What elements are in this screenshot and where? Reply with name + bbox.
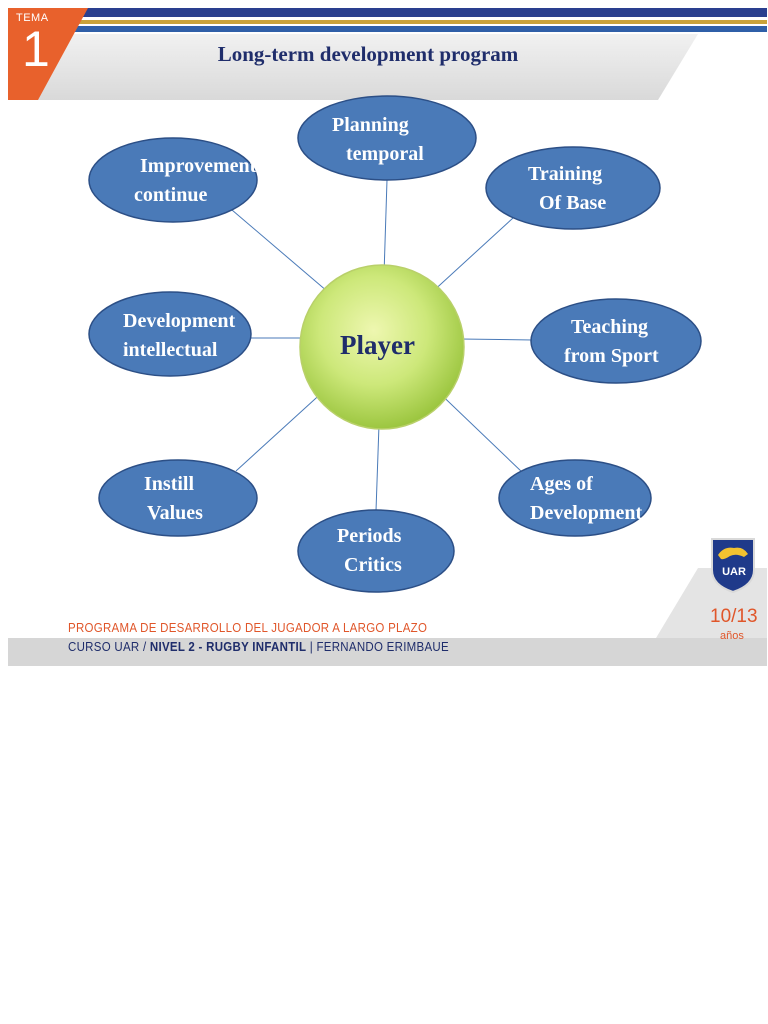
center-node xyxy=(299,264,465,430)
age-unit: años xyxy=(720,630,744,642)
footer-course-line: CURSO UAR / NIVEL 2 - RUGBY INFANTIL | F… xyxy=(68,640,449,654)
node-improvement xyxy=(88,137,258,223)
node-ages xyxy=(498,459,652,537)
node-training-line2: Of Base xyxy=(539,192,607,214)
uar-logo-icon xyxy=(711,538,755,594)
header-stripe-blue xyxy=(68,26,767,32)
node-improvement-line1: Improvement xyxy=(140,155,256,177)
footer-level: NIVEL 2 - RUGBY INFANTIL xyxy=(149,640,307,654)
node-planning-label: Planning temporal xyxy=(332,111,472,169)
node-teaching xyxy=(530,298,702,384)
node-instill-line2: Values xyxy=(147,502,203,524)
node-planning-line1: Planning xyxy=(332,114,409,136)
node-improvement-label: Improvement continue xyxy=(134,152,256,210)
slide-title: Long-term development program xyxy=(217,42,519,66)
tema-number: 1 xyxy=(22,21,50,77)
node-teaching-label: Teaching from Sport xyxy=(564,313,694,371)
node-training xyxy=(485,146,661,230)
footer-band xyxy=(8,638,767,666)
node-improvement-line2: continue xyxy=(134,184,208,206)
footer-program-title: PROGRAMA DE DESARROLLO DEL JUGADOR A LAR… xyxy=(68,621,428,635)
node-training-line1: Training xyxy=(528,163,603,185)
node-planning-line2: temporal xyxy=(346,143,424,165)
tema-tab xyxy=(8,8,88,100)
footer-course: CURSO UAR / xyxy=(68,640,150,654)
node-ages-label: Ages of Development xyxy=(530,470,650,528)
node-training-label: Training Of Base xyxy=(528,160,658,218)
node-periods-line1: Periods xyxy=(337,525,402,547)
node-development-line1: Development xyxy=(123,310,236,332)
age-range: 10/13 xyxy=(710,606,758,627)
node-development xyxy=(88,291,252,377)
node-teaching-line1: Teaching xyxy=(571,316,649,338)
node-periods xyxy=(297,509,455,593)
node-development-line2: intellectual xyxy=(123,339,218,361)
slide: TEMA 1 Long-term development program Pla… xyxy=(8,8,767,666)
center-node-label: Player xyxy=(340,330,415,360)
node-planning xyxy=(297,95,477,181)
node-periods-line2: Critics xyxy=(344,554,402,576)
header-stripe-navy xyxy=(68,8,767,17)
header-banner xyxy=(8,34,698,100)
node-development-label: Development intellectual xyxy=(123,307,253,365)
footer-author: | FERNANDO ERIMBAUE xyxy=(306,640,449,654)
node-teaching-line2: from Sport xyxy=(564,345,659,367)
node-ages-line1: Ages of xyxy=(530,473,593,495)
tema-label: TEMA xyxy=(16,12,49,24)
node-ages-line2: Development xyxy=(530,502,643,524)
node-instill xyxy=(98,459,258,537)
uar-logo-text: UAR xyxy=(722,566,746,578)
node-instill-line1: Instill xyxy=(144,473,195,495)
slide-background xyxy=(8,8,767,666)
header-stripe-gold xyxy=(68,20,767,24)
